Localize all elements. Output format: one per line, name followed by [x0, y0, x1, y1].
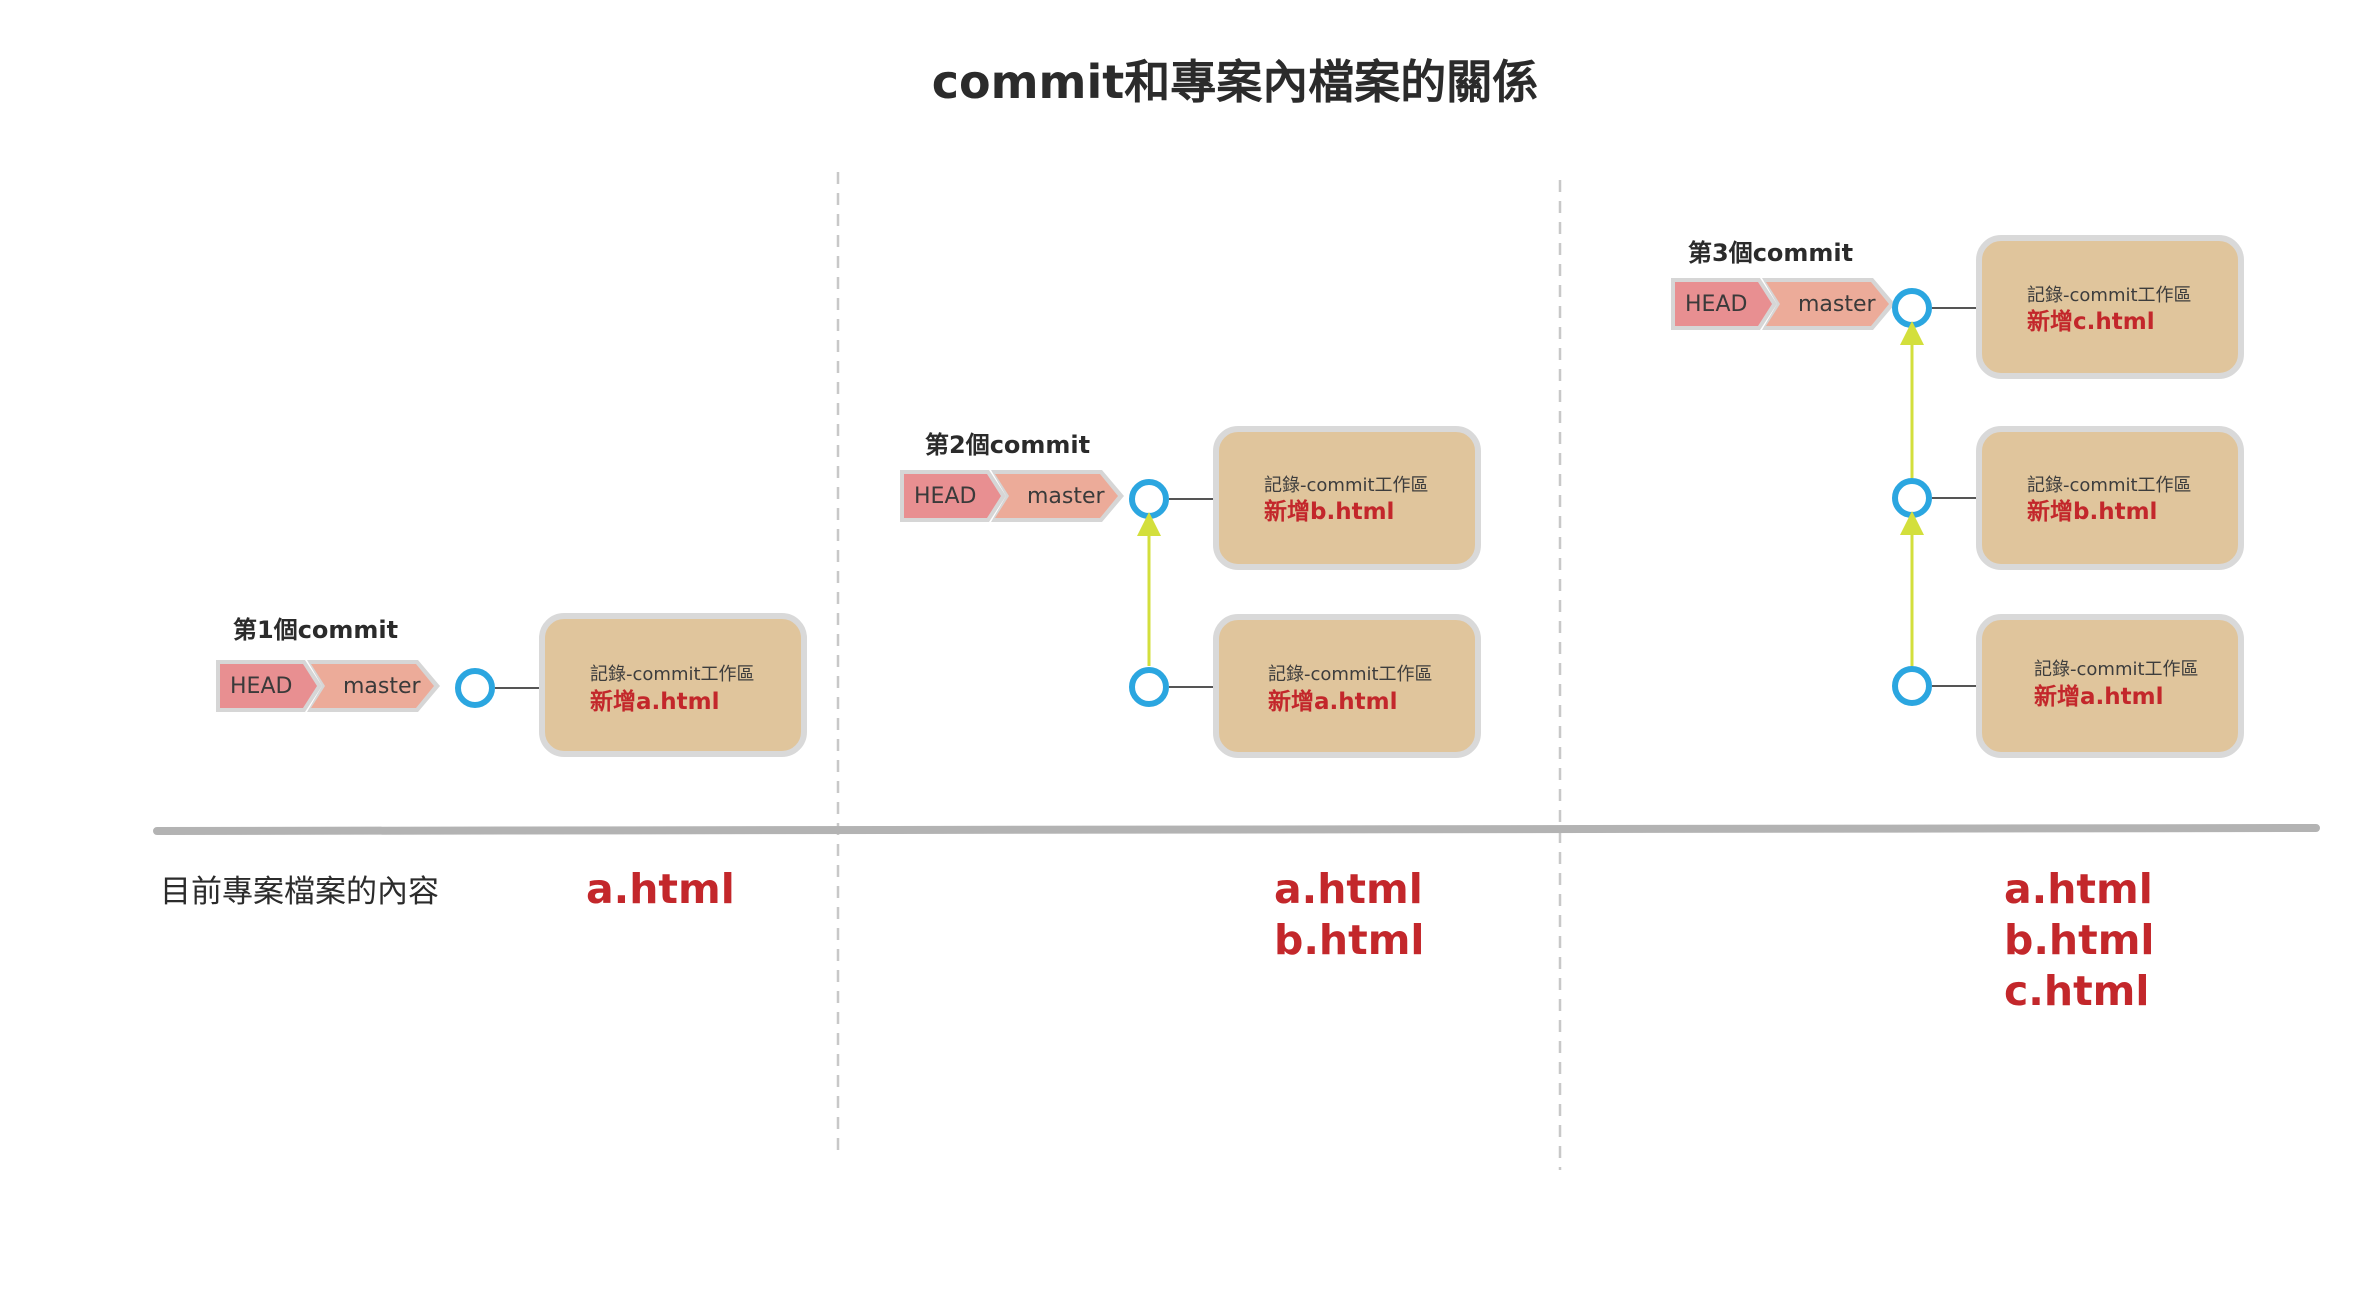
commit-card-caption: 記錄-commit工作區 — [2034, 659, 2199, 680]
branch-tag-master: master — [991, 470, 1124, 522]
commit-node[interactable] — [1892, 288, 1932, 328]
commit-card-change: 新增b.html — [2027, 498, 2157, 525]
panel-commit-2: 第2個commit HEAD master 記錄-commit工作區 新增b.h… — [900, 426, 1481, 964]
panel-commit-3: 第3個commit HEAD master 記錄-commit工作區 新增c.h… — [1671, 235, 2244, 1015]
commit-label: 第3個commit — [1688, 239, 1853, 267]
project-file: b.html — [2004, 916, 2155, 964]
commit-node[interactable] — [1129, 479, 1169, 519]
commit-card-change: 新增a.html — [590, 688, 719, 715]
branch-tag-label: master — [343, 674, 422, 699]
project-file: b.html — [1274, 916, 1425, 964]
commit-node[interactable] — [1892, 478, 1932, 518]
commit-card-caption: 記錄-commit工作區 — [2027, 475, 2192, 496]
commit-card-change: 新增b.html — [1264, 498, 1394, 525]
project-file: a.html — [2004, 865, 2153, 913]
commit-node[interactable] — [1892, 666, 1932, 706]
commit-label: 第2個commit — [925, 431, 1090, 459]
project-files-label: 目前專案檔案的內容 — [160, 874, 439, 910]
commit-card-change: 新增a.html — [1268, 688, 1397, 715]
head-tag-label: HEAD — [914, 484, 976, 509]
commit-card[interactable]: 記錄-commit工作區 新增a.html — [1976, 614, 2244, 758]
commit-label: 第1個commit — [233, 616, 398, 644]
diagram-title: commit和專案內檔案的關係 — [932, 55, 1539, 109]
commit-card[interactable]: 記錄-commit工作區 新增a.html — [1213, 614, 1481, 758]
head-tag: HEAD — [900, 470, 1006, 522]
commit-card-caption: 記錄-commit工作區 — [1264, 475, 1429, 496]
commit-card-caption: 記錄-commit工作區 — [1268, 664, 1433, 685]
timeline-baseline — [153, 824, 2320, 835]
commit-card-caption: 記錄-commit工作區 — [2027, 285, 2192, 306]
head-tag-label: HEAD — [230, 674, 292, 699]
commit-card-caption: 記錄-commit工作區 — [590, 664, 755, 685]
commit-card[interactable]: 記錄-commit工作區 新增b.html — [1213, 426, 1481, 570]
branch-tag-label: master — [1027, 484, 1106, 509]
project-file: a.html — [1274, 865, 1423, 913]
commit-card[interactable]: 記錄-commit工作區 新增a.html — [539, 613, 807, 757]
project-file: a.html — [586, 865, 735, 913]
commit-card[interactable]: 記錄-commit工作區 新增c.html — [1976, 235, 2244, 379]
commit-card-change: 新增a.html — [2034, 683, 2163, 710]
commit-node[interactable] — [1129, 667, 1169, 707]
branch-tag-master: master — [1762, 278, 1895, 330]
head-tag: HEAD — [1671, 278, 1777, 330]
head-tag-label: HEAD — [1685, 292, 1747, 317]
branch-tag-label: master — [1798, 292, 1877, 317]
commit-card[interactable]: 記錄-commit工作區 新增b.html — [1976, 426, 2244, 570]
commit-card-change: 新增c.html — [2027, 308, 2155, 335]
branch-tag-master: master — [307, 660, 440, 712]
project-file: c.html — [2004, 967, 2149, 1015]
commit-node[interactable] — [455, 668, 495, 708]
head-tag: HEAD — [216, 660, 322, 712]
panel-commit-1: 第1個commit HEAD master 記錄-commit工作區 新增a.h… — [216, 613, 807, 913]
